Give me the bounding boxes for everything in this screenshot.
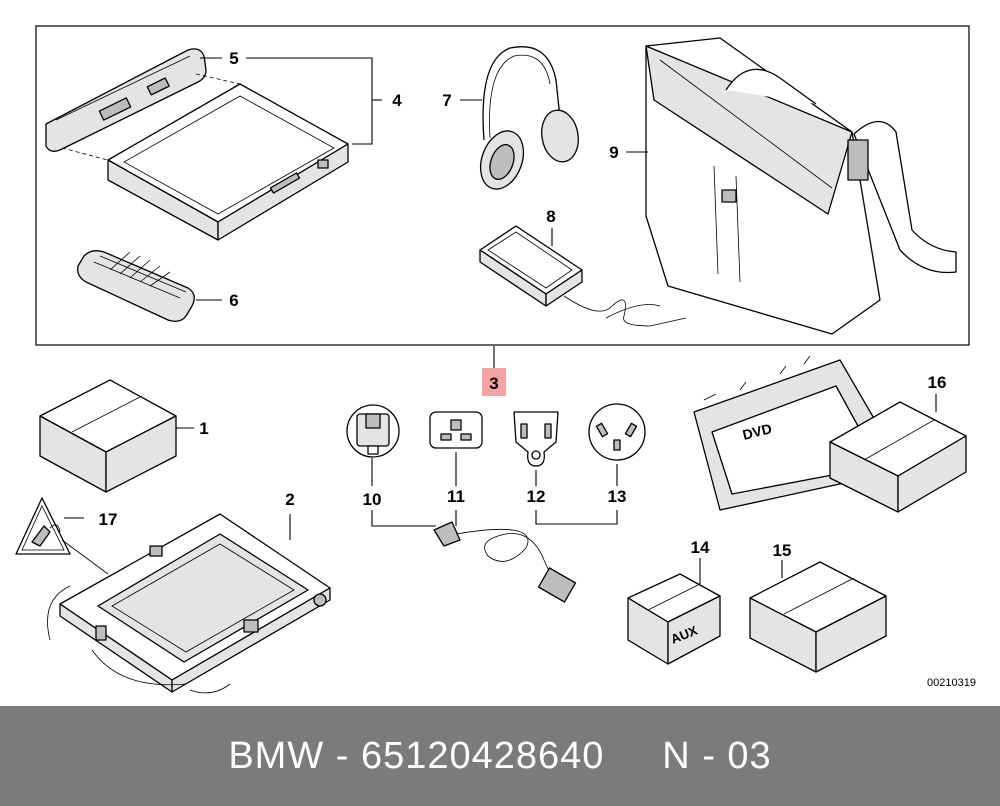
power-adapter-part: [479, 225, 687, 327]
plug-adapter-12: [513, 411, 559, 467]
callout-11: 11: [447, 487, 465, 506]
callout-8: 8: [546, 207, 555, 226]
carry-bag-part: [645, 37, 957, 335]
box-part-15: [749, 561, 887, 673]
highlight-box: [482, 368, 506, 396]
plug-adapter-10: [346, 404, 400, 458]
callout-16: 16: [928, 373, 947, 392]
callout-6: 6: [229, 291, 238, 310]
box-part-1: [39, 379, 177, 493]
callout-5: 5: [229, 49, 238, 68]
remote-control-part: [77, 250, 195, 322]
footer-bar: BMW - 65120428640 N - 03: [0, 706, 1000, 806]
callout-14: 14: [691, 538, 710, 557]
callout-2: 2: [285, 490, 294, 509]
box-part-16: [829, 401, 967, 513]
parts-diagram: 5 4 7 9 8 6 3 1 16 10 11 12 13 2 17 14 1…: [15, 25, 976, 694]
callout-9: 9: [609, 143, 618, 162]
callout-15: 15: [773, 541, 792, 560]
callout-10: 10: [363, 490, 382, 509]
warning-label-part: [15, 497, 71, 555]
box-part-14: [627, 573, 721, 665]
plug-adapter-11: [429, 411, 483, 449]
reference-code: 00210319: [927, 677, 976, 689]
callout-17: 17: [99, 510, 118, 529]
holder-bracket-part: [47, 513, 331, 694]
callout-7: 7: [442, 91, 451, 110]
power-cord-part: [433, 521, 577, 603]
callout-3: 3: [489, 374, 498, 393]
callout-4: 4: [392, 91, 402, 110]
kit-frame: [35, 25, 970, 346]
callout-12: 12: [527, 487, 546, 506]
callout-13: 13: [608, 487, 627, 506]
battery-part: [45, 48, 207, 152]
callout-1: 1: [199, 419, 208, 438]
dvd-label: DVD: [741, 420, 774, 443]
dvd-player-part: [107, 83, 349, 241]
plug-adapter-13: [588, 403, 646, 461]
part-number-caption: BMW - 65120428640 N - 03: [228, 734, 772, 777]
headphones-part: [479, 46, 579, 190]
